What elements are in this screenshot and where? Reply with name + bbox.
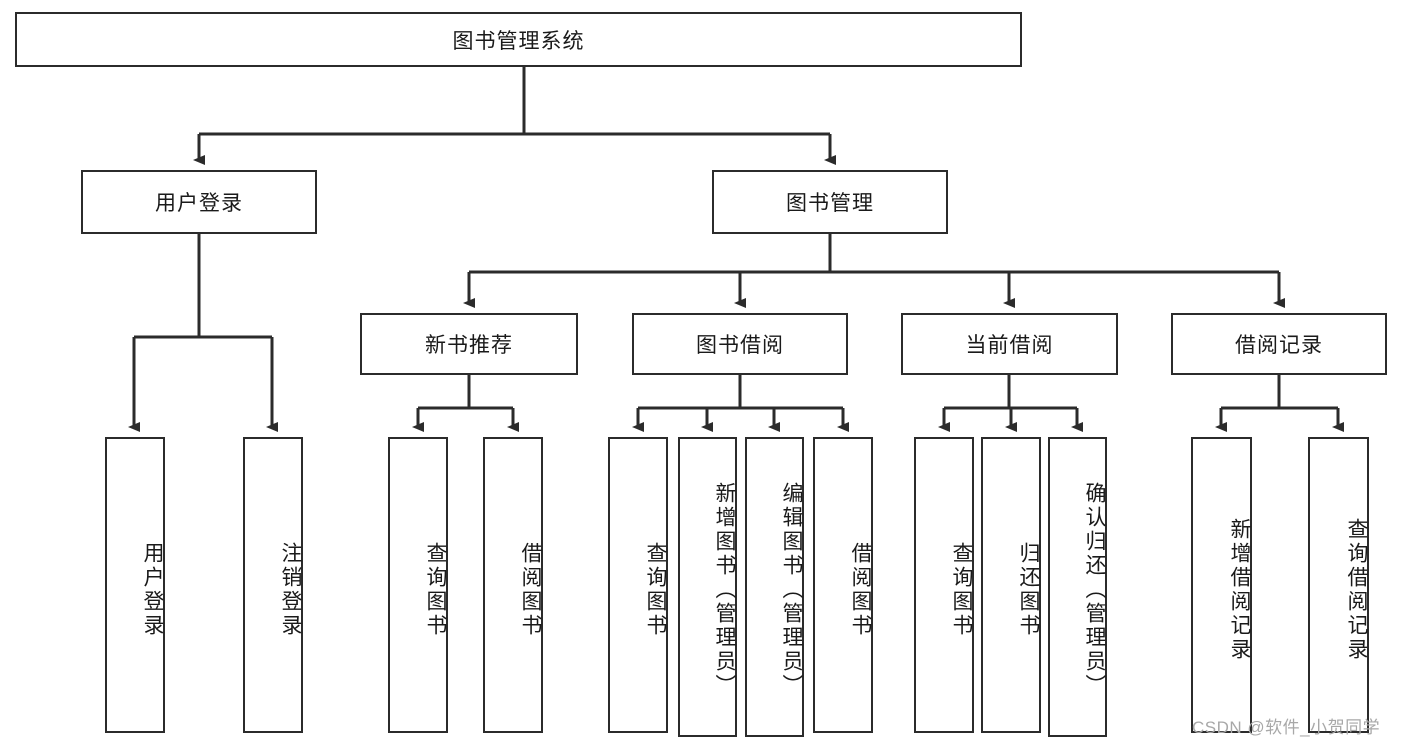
node-user-login[interactable]: 用户登录: [81, 170, 317, 234]
leaf-logout-login[interactable]: 注销登录: [243, 437, 303, 733]
node-new-book-recommend[interactable]: 新书推荐: [360, 313, 578, 375]
csdn-watermark: CSDN @软件_小贺同学: [1192, 718, 1381, 737]
leaf-query-book-recommend[interactable]: 查询图书: [388, 437, 448, 733]
node-root[interactable]: 图书管理系统: [15, 12, 1022, 67]
leaf-query-book-borrow[interactable]: 查询图书: [608, 437, 668, 733]
leaf-edit-book-admin[interactable]: 编辑图书（管理员）: [745, 437, 804, 737]
node-book-borrow[interactable]: 图书借阅: [632, 313, 848, 375]
leaf-query-book-current[interactable]: 查询图书: [914, 437, 974, 733]
leaf-add-book-admin[interactable]: 新增图书（管理员）: [678, 437, 737, 737]
node-current-borrow[interactable]: 当前借阅: [901, 313, 1118, 375]
node-book-management[interactable]: 图书管理: [712, 170, 948, 234]
leaf-borrow-book[interactable]: 借阅图书: [813, 437, 873, 733]
leaf-query-borrow-record[interactable]: 查询借阅记录: [1308, 437, 1369, 733]
leaf-user-login[interactable]: 用户登录: [105, 437, 165, 733]
leaf-borrow-book-recommend[interactable]: 借阅图书: [483, 437, 543, 733]
leaf-add-borrow-record[interactable]: 新增借阅记录: [1191, 437, 1252, 733]
leaf-return-book[interactable]: 归还图书: [981, 437, 1041, 733]
leaf-confirm-return-admin[interactable]: 确认归还（管理员）: [1048, 437, 1107, 737]
node-borrow-record[interactable]: 借阅记录: [1171, 313, 1387, 375]
